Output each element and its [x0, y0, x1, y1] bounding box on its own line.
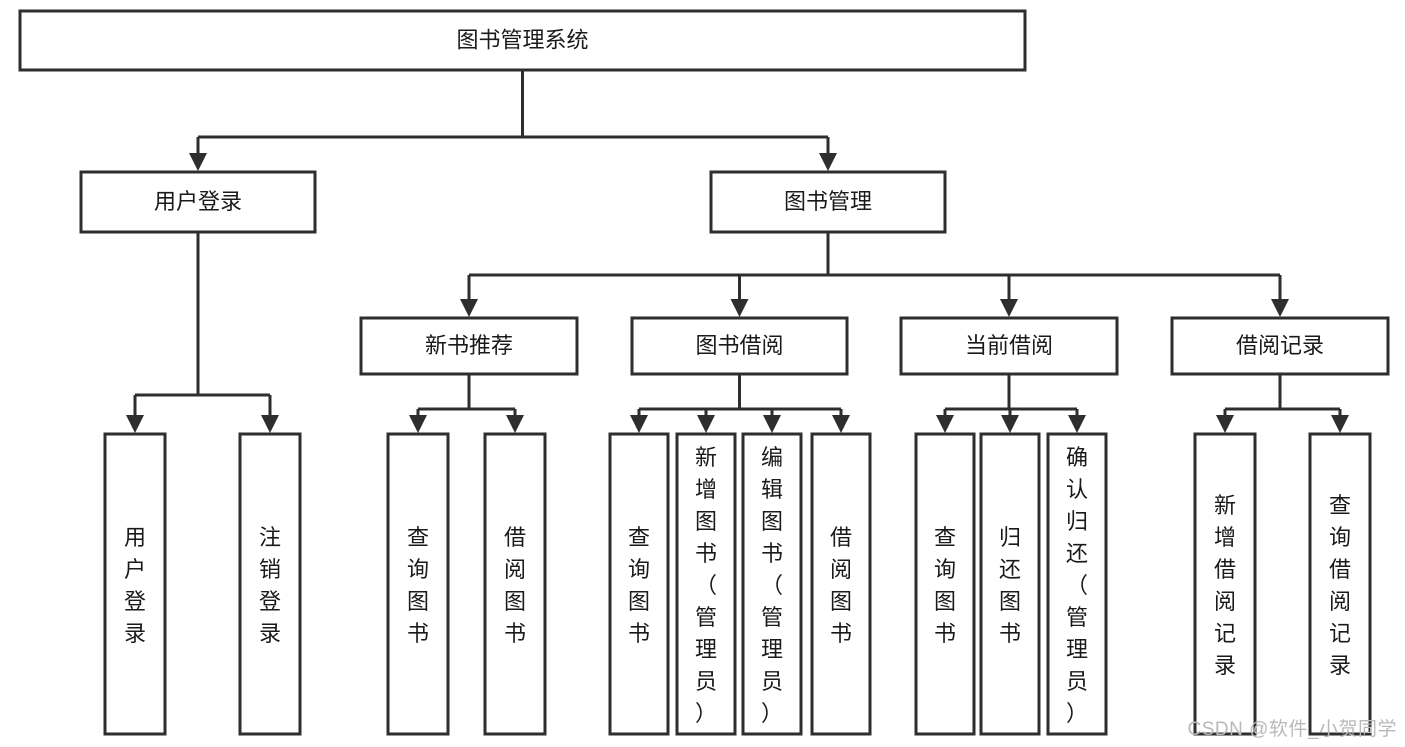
- node-box: [386, 432, 450, 736]
- node-label: 当前借阅: [965, 333, 1053, 358]
- arrow-head-icon: [697, 415, 715, 433]
- node-leaf-add-borrow-record[interactable]: 新增借阅记录: [1193, 432, 1257, 736]
- node-box: [1193, 432, 1257, 736]
- node-label: 新增图书（管理员）: [695, 445, 717, 726]
- node-label: 新增借阅记录: [1214, 493, 1236, 678]
- node-leaf-edit-book[interactable]: 编辑图书（管理员）: [741, 432, 803, 736]
- connector-layer: [126, 70, 1349, 433]
- node-label: 查询图书: [934, 525, 956, 646]
- node-box: [18, 9, 1027, 72]
- arrow-head-icon: [1216, 415, 1234, 433]
- node-leaf-user-login[interactable]: 用户登录: [103, 432, 167, 736]
- node-label: 归还图书: [999, 525, 1021, 646]
- arrow-head-icon: [1271, 299, 1289, 317]
- arrow-head-icon: [1001, 415, 1019, 433]
- arrow-head-icon: [763, 415, 781, 433]
- node-box: [1046, 432, 1108, 736]
- arrow-head-icon: [409, 415, 427, 433]
- node-borrow-record[interactable]: 借阅记录: [1170, 316, 1390, 376]
- node-book-borrow[interactable]: 图书借阅: [630, 316, 849, 376]
- node-box: [1170, 316, 1390, 376]
- arrow-head-icon: [819, 153, 837, 171]
- node-current-borrow[interactable]: 当前借阅: [899, 316, 1119, 376]
- node-label: 新书推荐: [425, 333, 513, 358]
- node-box: [238, 432, 302, 736]
- node-leaf-query-borrow-record[interactable]: 查询借阅记录: [1308, 432, 1372, 736]
- node-user-login[interactable]: 用户登录: [79, 170, 317, 234]
- arrow-head-icon: [261, 415, 279, 433]
- arrow-head-icon: [630, 415, 648, 433]
- node-leaf-user-logout[interactable]: 注销登录: [238, 432, 302, 736]
- node-leaf-borrow-book-2[interactable]: 借阅图书: [810, 432, 872, 736]
- node-box: [810, 432, 872, 736]
- node-box: [741, 432, 803, 736]
- node-label: 用户登录: [124, 525, 146, 646]
- node-leaf-add-book[interactable]: 新增图书（管理员）: [675, 432, 737, 736]
- node-box: [608, 432, 670, 736]
- node-label: 注销登录: [259, 525, 281, 646]
- node-label: 借阅记录: [1236, 333, 1324, 358]
- node-leaf-query-book-3[interactable]: 查询图书: [914, 432, 976, 736]
- node-box: [103, 432, 167, 736]
- arrow-head-icon: [126, 415, 144, 433]
- node-label: 查询借阅记录: [1329, 493, 1351, 678]
- arrow-head-icon: [1331, 415, 1349, 433]
- node-box: [675, 432, 737, 736]
- node-layer: 图书管理系统用户登录图书管理新书推荐图书借阅当前借阅借阅记录用户登录注销登录查询…: [18, 9, 1390, 736]
- node-box: [359, 316, 579, 376]
- node-root-system[interactable]: 图书管理系统: [18, 9, 1027, 72]
- arrow-head-icon: [460, 299, 478, 317]
- node-label: 图书管理: [784, 189, 872, 214]
- node-box: [1308, 432, 1372, 736]
- node-label: 图书借阅: [695, 333, 783, 358]
- node-box: [914, 432, 976, 736]
- arrow-head-icon: [1000, 299, 1018, 317]
- node-box: [630, 316, 849, 376]
- node-label: 图书管理系统: [456, 27, 588, 52]
- node-label: 查询图书: [407, 525, 429, 646]
- node-label: 借阅图书: [830, 525, 852, 646]
- node-box: [979, 432, 1041, 736]
- arrow-head-icon: [730, 299, 749, 317]
- node-leaf-borrow-book-1[interactable]: 借阅图书: [483, 432, 547, 736]
- node-box: [709, 170, 947, 234]
- node-leaf-query-book-1[interactable]: 查询图书: [386, 432, 450, 736]
- node-label: 确认归还（管理员）: [1066, 445, 1088, 726]
- arrow-head-icon: [936, 415, 954, 433]
- node-box: [79, 170, 317, 234]
- node-box: [483, 432, 547, 736]
- node-leaf-confirm-return[interactable]: 确认归还（管理员）: [1046, 432, 1108, 736]
- node-leaf-query-book-2[interactable]: 查询图书: [608, 432, 670, 736]
- arrow-head-icon: [189, 153, 207, 171]
- node-label: 编辑图书（管理员）: [761, 445, 783, 726]
- arrow-head-icon: [1068, 415, 1086, 433]
- node-label: 借阅图书: [504, 525, 526, 646]
- node-leaf-return-book[interactable]: 归还图书: [979, 432, 1041, 736]
- node-label: 查询图书: [628, 525, 650, 646]
- arrow-head-icon: [506, 415, 524, 433]
- arrow-head-icon: [832, 415, 850, 433]
- node-box: [899, 316, 1119, 376]
- node-new-book-recommend[interactable]: 新书推荐: [359, 316, 579, 376]
- node-label: 用户登录: [154, 189, 242, 214]
- node-book-management[interactable]: 图书管理: [709, 170, 947, 234]
